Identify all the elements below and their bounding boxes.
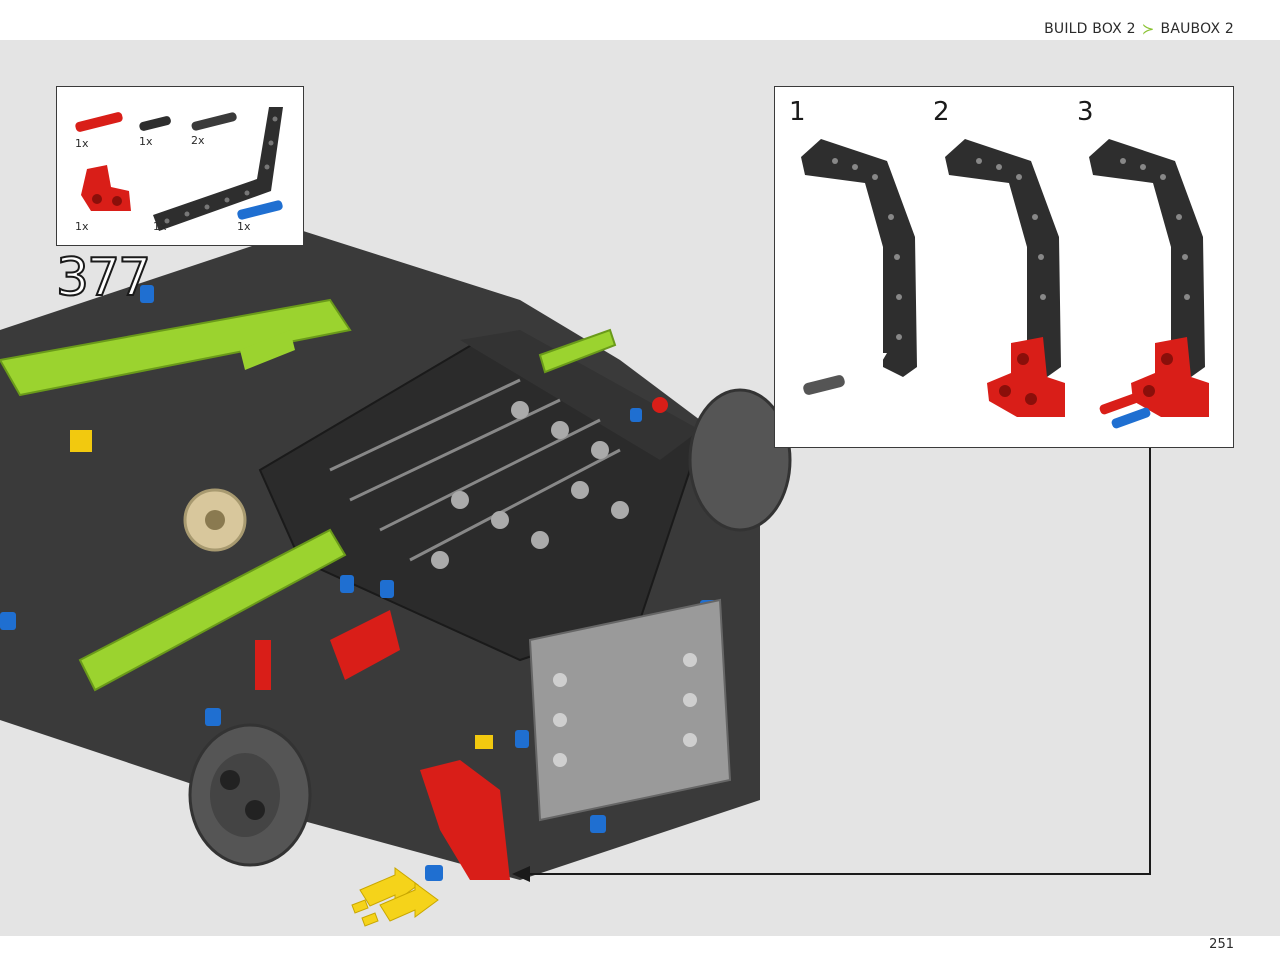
part-qty: 1x bbox=[75, 137, 89, 150]
subassembly-illustration bbox=[801, 139, 1209, 429]
insert-arrow-icon bbox=[351, 867, 439, 927]
substep-label: 1 bbox=[789, 97, 806, 127]
blue-axle-pin-icon bbox=[237, 200, 283, 220]
model-illustration bbox=[0, 230, 1151, 927]
bent-beam-substep-3 bbox=[1089, 139, 1209, 429]
chevron-right-icon: ≻ bbox=[1141, 20, 1155, 38]
bent-beam-substep-1 bbox=[801, 139, 917, 395]
red-t-connector-icon bbox=[81, 165, 131, 211]
step-number: 377 bbox=[55, 247, 152, 309]
red-axle-pin-icon bbox=[75, 112, 123, 132]
breadcrumb-box-de: BAUBOX 2 bbox=[1160, 21, 1234, 37]
black-pin-icon bbox=[139, 116, 171, 131]
chassis-illustration bbox=[0, 230, 792, 881]
substep-label: 3 bbox=[1077, 97, 1094, 127]
part-qty: 1x bbox=[153, 220, 167, 233]
page-number: 251 bbox=[1209, 937, 1234, 952]
callout-line bbox=[528, 408, 1151, 875]
part-qty: 2x bbox=[191, 134, 205, 147]
part-qty: 1x bbox=[75, 220, 89, 233]
bent-beam-substep-2 bbox=[945, 139, 1065, 417]
callout-arrowhead-icon bbox=[512, 866, 530, 882]
breadcrumb: BUILD BOX 2 ≻ BAUBOX 2 bbox=[1044, 20, 1234, 38]
black-bent-beam-icon bbox=[153, 107, 283, 231]
subassembly-box: 1 2 3 bbox=[774, 86, 1234, 448]
substep-label: 2 bbox=[933, 97, 950, 127]
dark-axle-pin-icon bbox=[191, 112, 237, 131]
parts-illustration bbox=[75, 107, 283, 231]
parts-list: 1x 1x 2x 1x 1x 1x bbox=[56, 86, 304, 246]
breadcrumb-box-en: BUILD BOX 2 bbox=[1044, 21, 1136, 37]
part-qty: 1x bbox=[237, 220, 251, 233]
instruction-panel: 1x 1x 2x 1x 1x 1x 377 1 2 3 bbox=[0, 40, 1280, 936]
page-header: BUILD BOX 2 ≻ BAUBOX 2 bbox=[0, 0, 1280, 40]
part-qty: 1x bbox=[139, 135, 153, 148]
